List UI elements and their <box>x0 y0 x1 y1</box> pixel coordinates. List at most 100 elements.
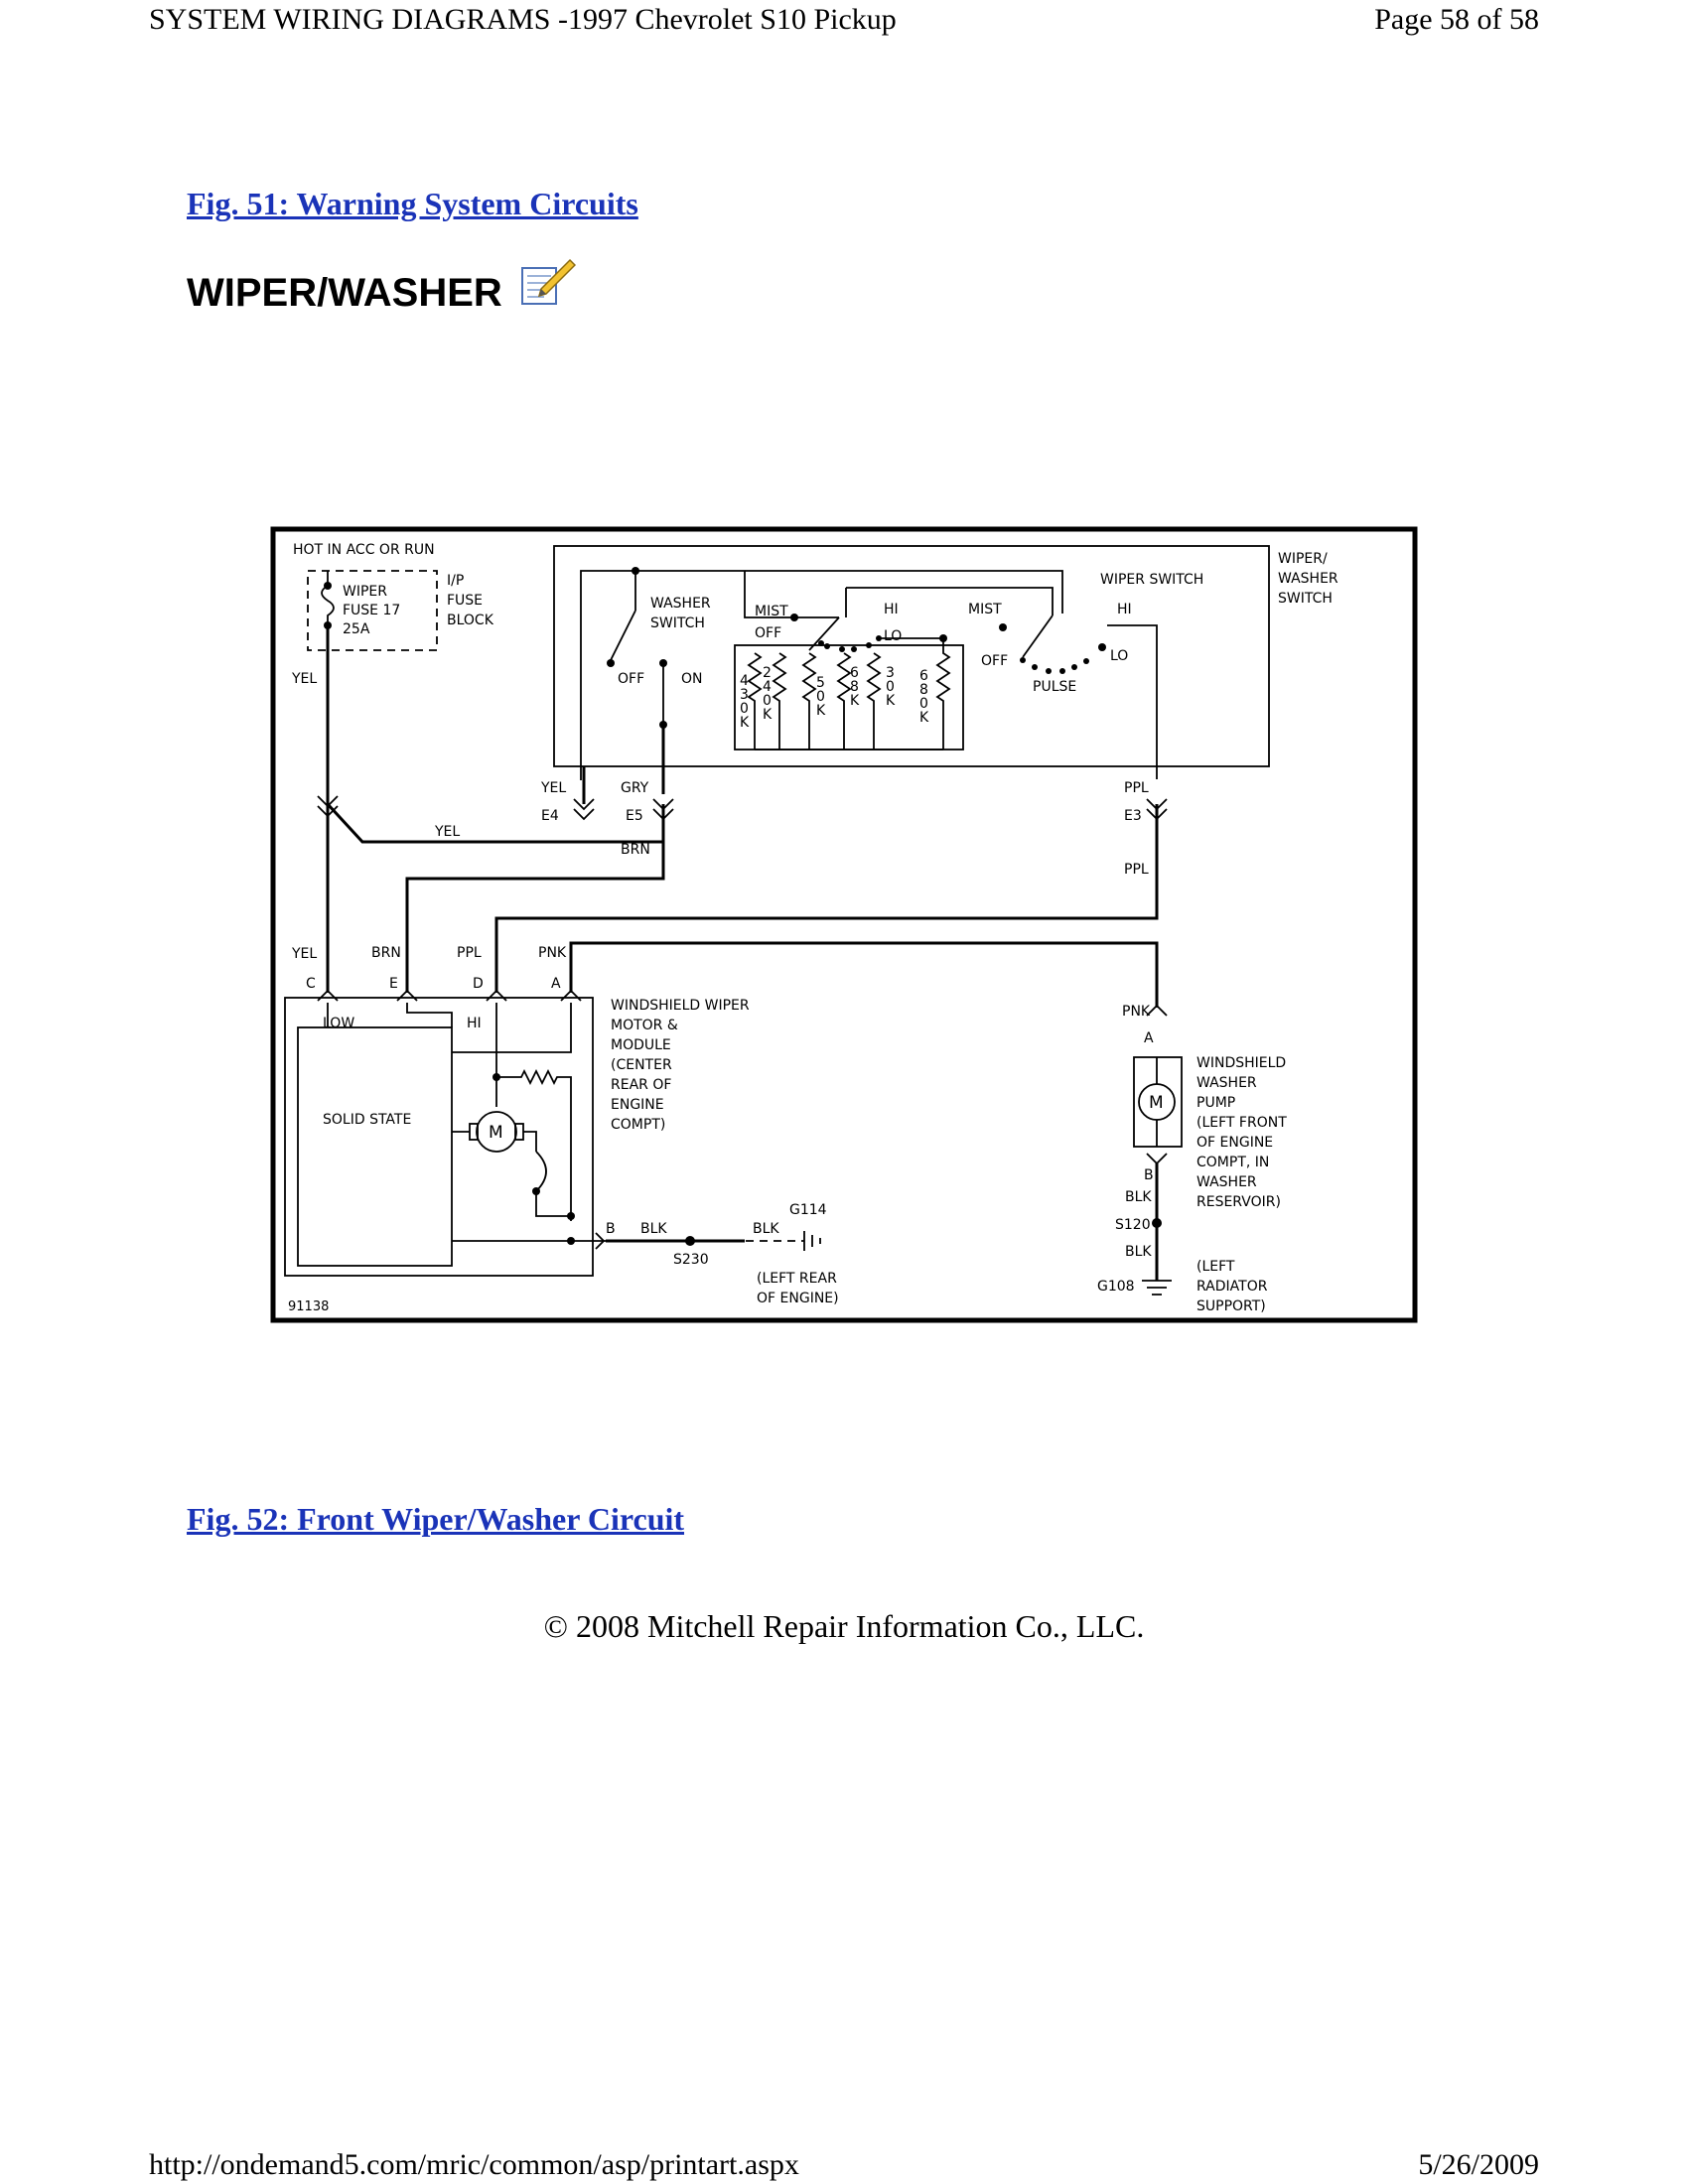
fuse-block-label-2: FUSE <box>447 593 483 609</box>
motor-low-label: LOW <box>323 1016 354 1031</box>
wiper-motor-m: M <box>489 1123 503 1143</box>
resistor-label-240k-2: 4 <box>763 679 772 695</box>
resistor-label-430k-4: K <box>740 715 750 731</box>
pump-label-7: WASHER <box>1196 1174 1257 1190</box>
fig-51-link[interactable]: Fig. 51: Warning System Circuits <box>187 186 638 221</box>
mist-right-contact <box>999 623 1007 631</box>
wiper-switch-label: WIPER SWITCH <box>1100 572 1203 588</box>
connector-e3-label: E3 <box>1124 808 1142 824</box>
resistor-68k <box>836 652 852 750</box>
wire-label-ppl-d: PPL <box>457 945 482 961</box>
switch-contact <box>824 643 830 649</box>
resistor-label-430k-3: 0 <box>740 701 749 717</box>
ground-g114-symbol <box>803 1231 821 1251</box>
switch-contact <box>1083 658 1089 664</box>
diagram-frame <box>270 526 1418 1323</box>
resistor-label-68k-3: K <box>850 693 860 709</box>
resistor-label-240k-3: 0 <box>763 693 772 709</box>
hi-brush-resistor <box>496 1068 572 1221</box>
motor-module-label-1: WINDSHIELD WIPER <box>611 998 750 1014</box>
note-pencil-icon[interactable] <box>518 258 576 308</box>
motor-module-label-6: ENGINE <box>611 1097 664 1113</box>
fuse-block-label-3: BLOCK <box>447 613 494 628</box>
washer-pump-box <box>1133 1056 1183 1148</box>
resistor-label-680k-2: 8 <box>919 682 928 698</box>
connector-e4 <box>573 798 595 821</box>
washer-off-label: OFF <box>618 671 644 687</box>
pump-label-6: COMPT, IN <box>1196 1155 1269 1170</box>
resistor-label-680k-4: K <box>919 710 929 726</box>
pulse-label: PULSE <box>1033 679 1076 695</box>
wire-label-blk-pump: BLK <box>1125 1189 1152 1205</box>
switch-title-3: SWITCH <box>1278 591 1333 607</box>
resistor-label-50k-1: 5 <box>816 675 825 691</box>
wire-label-yel-e4: YEL <box>540 780 566 796</box>
switch-title-1: WIPER/ <box>1278 551 1328 567</box>
yel-feed-wire <box>326 625 665 844</box>
connector-e5-label: E5 <box>626 808 643 824</box>
ground-g108-loc-3: SUPPORT) <box>1196 1298 1266 1314</box>
washer-switch-blade <box>610 610 636 661</box>
resistor-label-680k-1: 6 <box>919 668 928 684</box>
resistor-label-30k-1: 3 <box>886 665 895 681</box>
motor-module-label-7: COMPT) <box>611 1117 665 1133</box>
resistor-label-50k-2: 0 <box>816 689 825 705</box>
resistor-label-30k-2: 0 <box>886 679 895 695</box>
washer-switch-label-2: SWITCH <box>650 615 705 631</box>
wire-label-yel-c: YEL <box>291 946 317 962</box>
park-switch-ground <box>535 1191 571 1217</box>
resistor-label-68k-2: 8 <box>850 679 859 695</box>
resistor-label-430k-1: 4 <box>740 673 749 689</box>
wiper-switch-feed-left <box>744 571 839 618</box>
resistor-50k <box>801 652 817 750</box>
switch-contact <box>1020 657 1026 663</box>
fuse-label-1: WIPER <box>343 584 387 600</box>
switch-contact <box>1046 668 1052 674</box>
footer-date: 5/26/2009 <box>1418 2148 1539 2181</box>
resistor-label-680k-3: 0 <box>919 696 928 712</box>
connector-pump-b <box>1146 1153 1168 1165</box>
wire-label-yel-fuse: YEL <box>291 671 317 687</box>
a-terminal-wire <box>452 1003 572 1053</box>
fuse-terminal <box>324 582 332 590</box>
motor-module-label-5: REAR OF <box>611 1077 671 1093</box>
washer-switch-label-1: WASHER <box>650 596 711 612</box>
junction-dot <box>567 1212 575 1220</box>
wiper-motor-symbol <box>476 1111 517 1153</box>
pump-label-1: WINDSHIELD <box>1196 1055 1286 1071</box>
lo-left-label: LO <box>884 628 902 644</box>
e-terminal-wire <box>406 1003 453 1027</box>
splice-s230-label: S230 <box>673 1252 709 1268</box>
pump-label-3: PUMP <box>1196 1095 1235 1111</box>
connector-e4-label: E4 <box>541 808 559 824</box>
wiper-motor-module-box <box>284 997 594 1277</box>
ground-g114-loc-1: (LEFT REAR <box>757 1271 837 1287</box>
fuse-label-3: 25A <box>343 621 370 637</box>
switch-contact <box>839 646 845 652</box>
junction-dot <box>632 567 639 575</box>
wire-label-pnk-pump: PNK <box>1122 1004 1151 1020</box>
switch-contact <box>1032 664 1038 670</box>
wiper-switch-link-top <box>846 587 1054 615</box>
connector-e-label: E <box>389 976 398 992</box>
mist-right-label: MIST <box>968 602 1002 617</box>
connector-pump-b-label: B <box>1144 1167 1154 1183</box>
ground-g114-label: G114 <box>789 1202 827 1218</box>
pump-label-8: RESERVOIR) <box>1196 1194 1281 1210</box>
fig-52-link[interactable]: Fig. 52: Front Wiper/Washer Circuit <box>187 1501 685 1537</box>
connector-a-label: A <box>551 976 561 992</box>
wire-label-ppl-e3-bottom: PPL <box>1124 862 1149 878</box>
resistor-label-240k-1: 2 <box>763 665 772 681</box>
connector-e5 <box>652 798 674 821</box>
page-number: Page 58 of 58 <box>1374 3 1539 36</box>
connector-fuse-out <box>317 795 339 818</box>
splice-s120-label: S120 <box>1115 1217 1151 1233</box>
diagram-id: 91138 <box>288 1299 329 1314</box>
off-left-label: OFF <box>755 625 781 641</box>
resistor-ladder <box>747 638 951 751</box>
connector-pump-a <box>1146 1004 1168 1017</box>
fuse-block-outline <box>307 570 438 651</box>
wire-label-brn-e: BRN <box>371 945 401 961</box>
resistor-680k <box>935 638 951 750</box>
motor-module-label-2: MOTOR & <box>611 1018 678 1033</box>
